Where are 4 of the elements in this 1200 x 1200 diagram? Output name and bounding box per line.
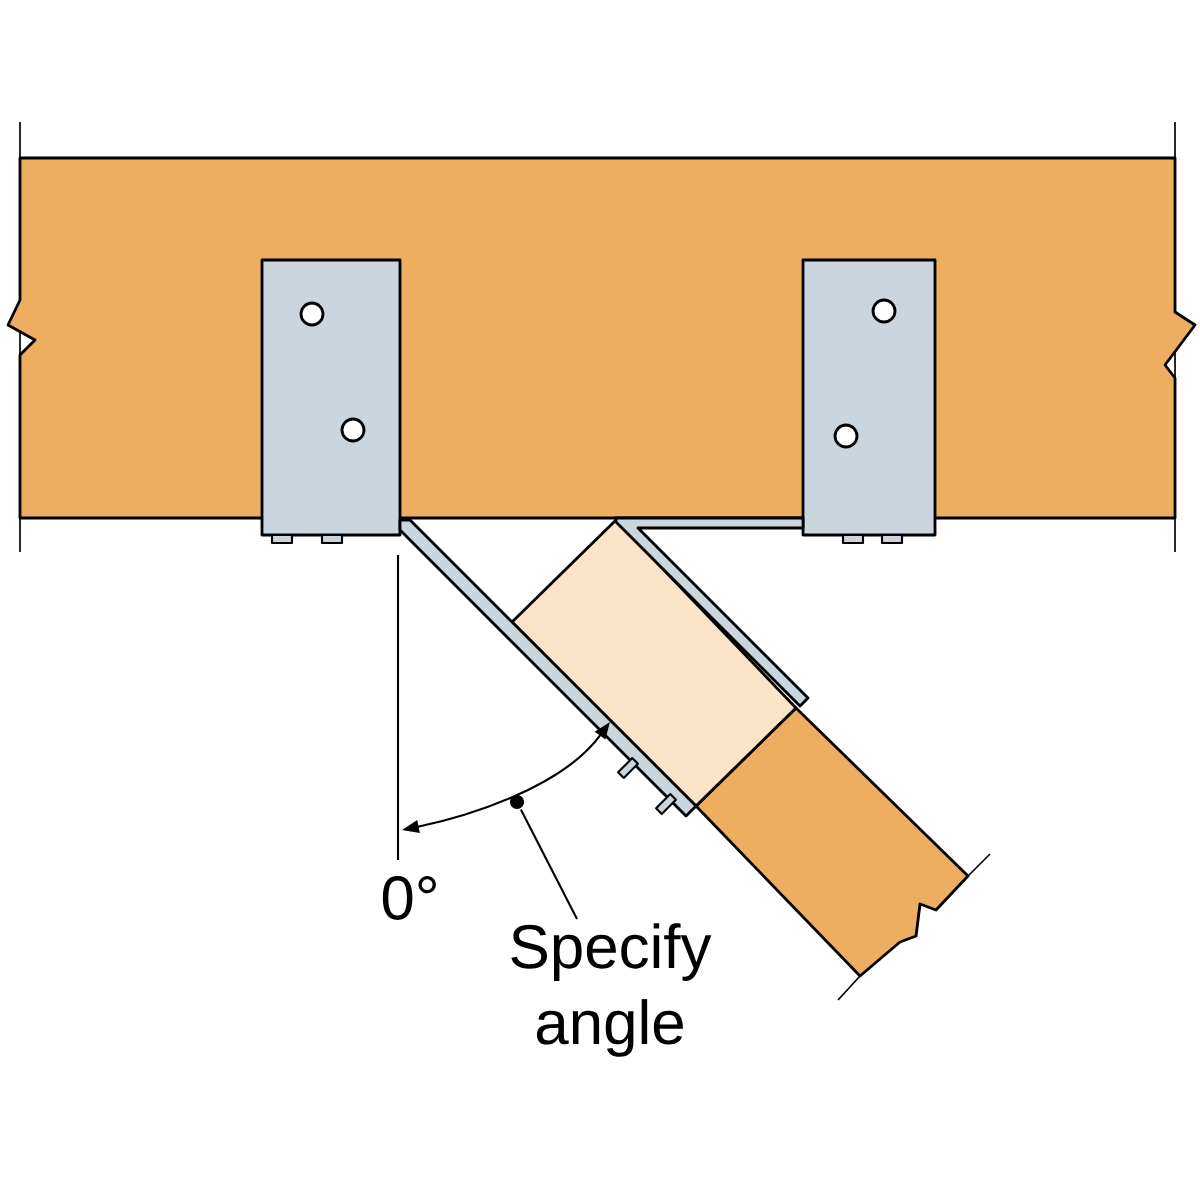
callout-text: Specify angle — [511, 923, 712, 1057]
leader-dot — [510, 795, 524, 809]
leader-line — [519, 809, 578, 920]
angle-label: 0° — [382, 876, 436, 920]
